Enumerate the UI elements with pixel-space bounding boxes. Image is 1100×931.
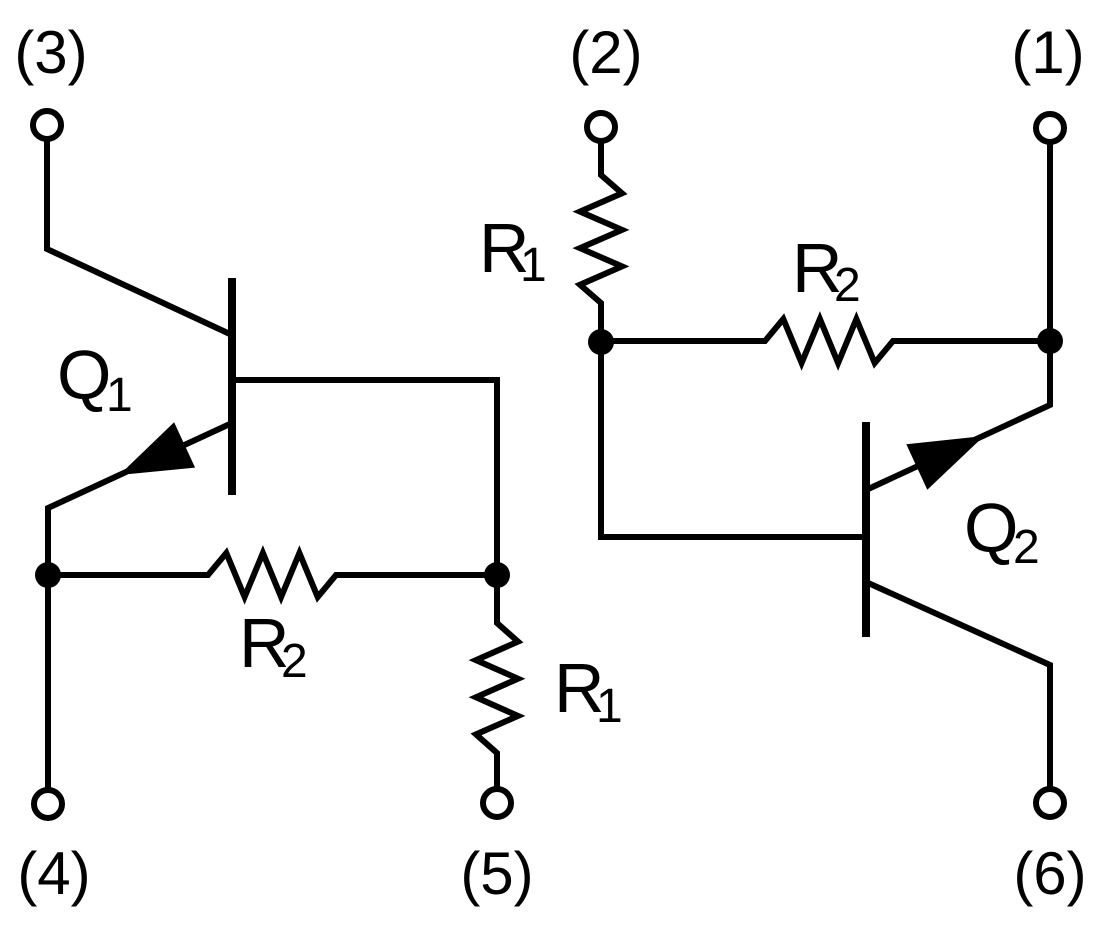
junction-dot-nodeB (484, 562, 510, 588)
wire-pin3-to-q1-collector (44, 141, 234, 338)
wire-nodeC-to-q2-base (598, 342, 866, 540)
wire-q1-emitter-to-nodeA (45, 420, 234, 575)
pin1-label: (1) (1011, 19, 1084, 86)
r1-left-label: R (554, 649, 605, 727)
q1-label-sub: 1 (106, 369, 133, 422)
r2-left-label-sub: 2 (281, 635, 308, 688)
junction-dot-nodeD (1037, 328, 1063, 354)
q2-emitter-arrow-icon (906, 436, 984, 490)
junction-dot-nodeA (35, 562, 61, 588)
terminal-circle-pin2 (584, 110, 618, 144)
pin3-label: (3) (14, 19, 87, 86)
resistor-r2-right-zigzag (601, 311, 1050, 371)
terminal-circle-pin6 (1033, 786, 1067, 820)
terminal-circle-pin1 (1033, 111, 1067, 145)
q1-label: Q (57, 336, 111, 414)
r1-left-label-sub: 1 (596, 680, 623, 733)
terminal-circle-pin3 (30, 108, 64, 142)
wire-q1-base-to-nodeB (232, 377, 500, 575)
junction-dot-nodeC (588, 329, 614, 355)
pin2-label: (2) (569, 19, 642, 86)
wire-q2-collector-to-pin6 (864, 579, 1053, 788)
resistor-r1-left-zigzag (468, 575, 526, 788)
pin5-label: (5) (460, 840, 533, 907)
pin4-label: (4) (17, 840, 90, 907)
r2-right-label: R (792, 229, 843, 307)
pin6-label: (6) (1013, 840, 1086, 907)
terminal-circle-pin5 (480, 786, 514, 820)
wire-pin1-to-q2-emitter (864, 144, 1053, 493)
terminal-circle-pin4 (31, 787, 65, 821)
q2-label: Q (964, 489, 1018, 567)
r2-right-label-sub: 2 (834, 259, 861, 312)
resistor-r1-right-zigzag (572, 143, 630, 342)
resistor-r2-left-zigzag (48, 545, 497, 605)
r1-right-label-sub: 1 (520, 239, 547, 292)
q2-label-sub: 2 (1013, 521, 1040, 574)
q1-emitter-arrow-icon (119, 422, 196, 475)
r2-left-label: R (239, 604, 290, 682)
r1-right-label: R (479, 209, 530, 287)
